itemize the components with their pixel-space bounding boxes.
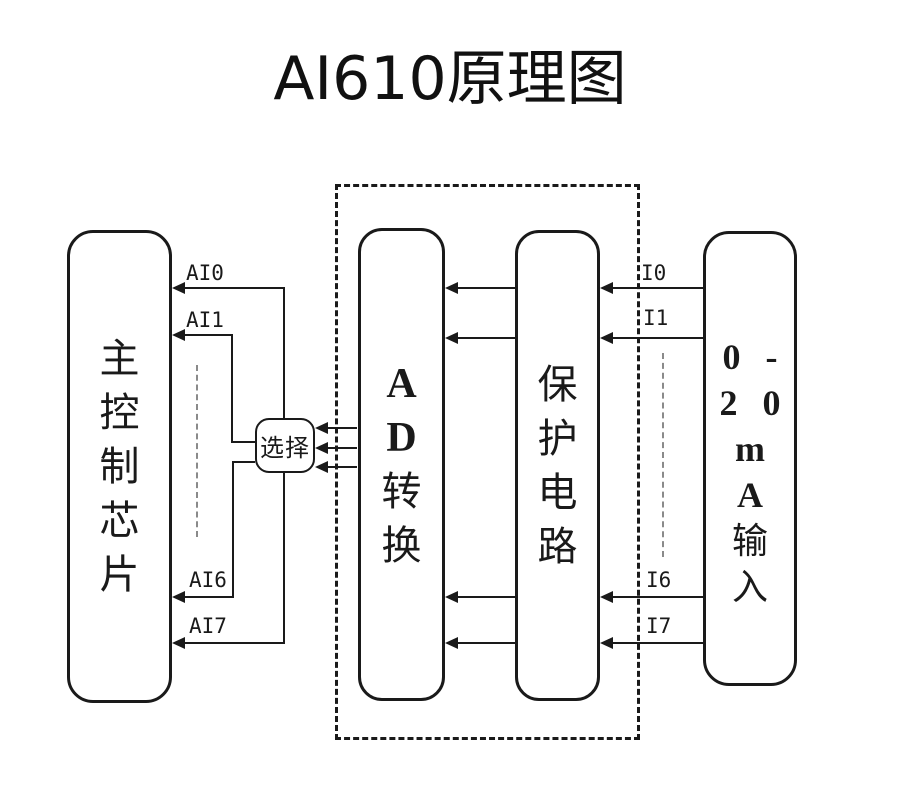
- prot-char: 电: [537, 469, 578, 515]
- wire-label-i7: I7: [646, 614, 672, 638]
- wire-ai6-stub: [232, 461, 255, 463]
- main-control-chip-label: 主 控 制 芯 片: [100, 332, 140, 602]
- wire-prot-to-adc-3: [445, 591, 515, 603]
- wire-i6: [600, 591, 703, 603]
- ellipsis-left: [196, 365, 198, 537]
- wire-ai1: [172, 329, 233, 341]
- wire-prot-to-adc-2: [445, 332, 515, 344]
- wire-i7: [600, 637, 703, 649]
- wire-prot-to-adc-1: [445, 282, 515, 294]
- wire-ai7: [172, 637, 285, 649]
- wire-ai7-vertical: [283, 472, 285, 643]
- wire-adc-to-selector-3: [315, 461, 357, 473]
- wire-label-i6: I6: [646, 568, 672, 592]
- diagram-title: AI610原理图: [273, 44, 627, 114]
- wire-label-ai6: AI6: [189, 568, 227, 592]
- wire-label-i0: I0: [641, 261, 667, 285]
- prot-char: 路: [537, 523, 578, 569]
- protection-circuit-label: 保 护 电 路: [538, 358, 578, 574]
- selector-box: 选择: [255, 418, 315, 473]
- input-row: 入: [731, 566, 768, 607]
- protection-circuit-block: 保 护 电 路: [515, 230, 600, 701]
- adc-char: 转: [381, 468, 422, 514]
- wire-label-ai0: AI0: [186, 261, 224, 285]
- wire-label-i1: I1: [643, 306, 669, 330]
- chip-char: 芯: [99, 497, 140, 543]
- wire-ai1-vertical: [231, 335, 233, 442]
- prot-char: 护: [537, 415, 578, 461]
- current-input-label: 0 - 2 0 m A 输 入: [712, 334, 789, 610]
- chip-char: 片: [99, 551, 140, 597]
- input-row: A: [737, 474, 771, 515]
- wire-i1: [600, 332, 703, 344]
- wire-ai0-vertical: [283, 288, 285, 418]
- wire-adc-to-selector-2: [315, 442, 357, 454]
- adc-char: 换: [381, 522, 422, 568]
- prot-char: 保: [537, 361, 578, 407]
- wire-prot-to-adc-4: [445, 637, 515, 649]
- adc-char: D: [386, 414, 417, 461]
- ad-converter-label: A D 转 换: [382, 357, 422, 573]
- wire-ai6: [172, 591, 234, 603]
- selector-label: 选择: [260, 436, 310, 462]
- input-row: 2 0: [719, 382, 789, 423]
- wire-label-ai1: AI1: [186, 308, 224, 332]
- wire-label-ai7: AI7: [189, 614, 227, 638]
- wire-ai0: [172, 282, 285, 294]
- input-row: m: [735, 428, 773, 469]
- wire-adc-to-selector-1: [315, 422, 357, 434]
- dashed-group-frame: [335, 184, 640, 740]
- input-row: 输: [731, 520, 768, 561]
- wire-ai1-stub: [231, 441, 255, 443]
- wire-i0: [600, 282, 703, 294]
- chip-char: 控: [99, 389, 140, 435]
- input-row: 0 -: [722, 336, 786, 377]
- chip-char: 主: [99, 335, 140, 381]
- wire-ai6-vertical: [232, 462, 234, 597]
- chip-char: 制: [99, 443, 140, 489]
- adc-char: A: [386, 360, 417, 407]
- main-control-chip-block: 主 控 制 芯 片: [67, 230, 172, 703]
- ellipsis-right: [662, 353, 664, 557]
- ad-converter-block: A D 转 换: [358, 228, 445, 701]
- current-input-block: 0 - 2 0 m A 输 入: [703, 231, 797, 686]
